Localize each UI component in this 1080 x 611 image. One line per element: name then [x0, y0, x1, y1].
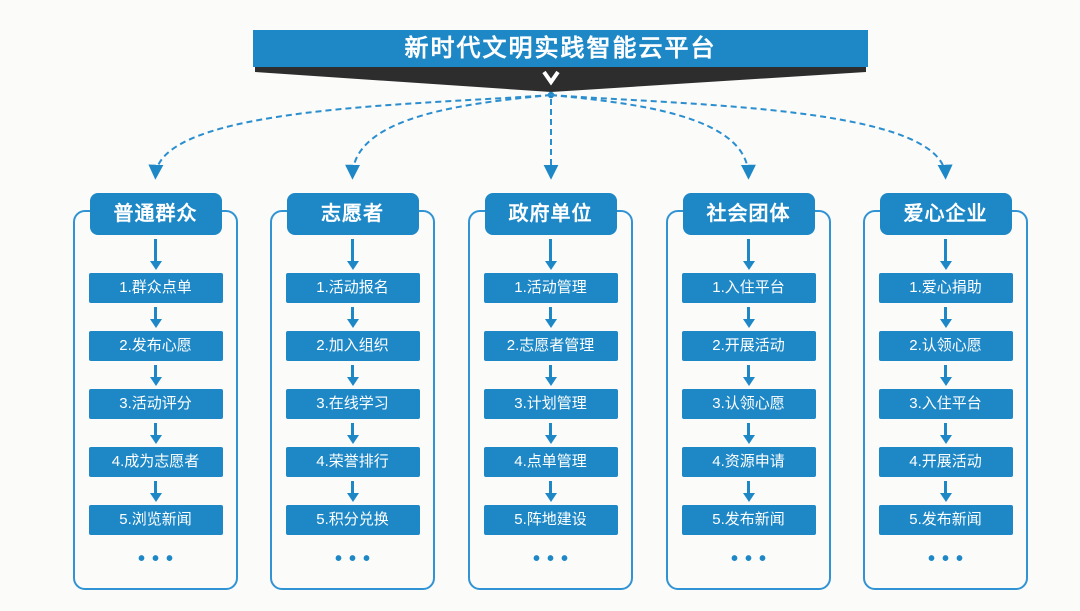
flow-step: 4.荣誉排行: [285, 447, 420, 477]
flow-step: 1.爱心捐助: [878, 273, 1013, 303]
flow-step: 4.点单管理: [483, 447, 618, 477]
down-arrow-icon: [742, 303, 755, 331]
flow-step: 5.发布新闻: [681, 505, 816, 535]
dashed-arrow-to-column-4: [550, 94, 756, 180]
down-arrow-icon: [742, 477, 755, 505]
ellipsis-icon: •••: [532, 548, 575, 570]
flow-step: 1.入住平台: [681, 273, 816, 303]
fan-origin-dot: [547, 91, 555, 99]
column-header-badge: 普通群众: [89, 193, 222, 235]
flow-step: 3.认领心愿: [681, 389, 816, 419]
down-arrow-icon: [346, 235, 359, 273]
ellipsis-icon: •••: [730, 548, 773, 570]
ellipsis-icon: •••: [137, 548, 180, 570]
column-volunteer: 志愿者 1.活动报名 2.加入组织 3.在线学习 4.荣誉排行 5.积分兑换 •…: [270, 193, 435, 593]
column-enterprise: 爱心企业 1.爱心捐助 2.认领心愿 3.入住平台 4.开展活动 5.发布新闻 …: [863, 193, 1028, 593]
flow-step: 2.发布心愿: [88, 331, 223, 361]
down-arrow-icon: [149, 303, 162, 331]
down-arrow-icon: [544, 303, 557, 331]
flow-step: 5.发布新闻: [878, 505, 1013, 535]
down-arrow-icon: [544, 235, 557, 273]
column-government: 政府单位 1.活动管理 2.志愿者管理 3.计划管理 4.点单管理 5.阵地建设…: [468, 193, 633, 593]
flow-step: 5.阵地建设: [483, 505, 618, 535]
down-arrow-icon: [346, 303, 359, 331]
flow-step: 3.活动评分: [88, 389, 223, 419]
down-arrow-icon: [544, 419, 557, 447]
down-arrow-icon: [149, 419, 162, 447]
down-arrow-icon: [742, 235, 755, 273]
flow-step: 4.资源申请: [681, 447, 816, 477]
banner-ribbon-shape: [255, 66, 866, 92]
column-social-group: 社会团体 1.入住平台 2.开展活动 3.认领心愿 4.资源申请 5.发布新闻 …: [666, 193, 831, 593]
down-arrow-icon: [149, 235, 162, 273]
column-header-badge: 爱心企业: [879, 193, 1012, 235]
ellipsis-icon: •••: [927, 548, 970, 570]
flow-step: 5.积分兑换: [285, 505, 420, 535]
flow-step: 4.成为志愿者: [88, 447, 223, 477]
down-arrow-icon: [346, 361, 359, 389]
flow-step: 4.开展活动: [878, 447, 1013, 477]
down-arrow-icon: [939, 361, 952, 389]
platform-title-banner: 新时代文明实践智能云平台: [253, 30, 868, 67]
down-arrow-icon: [742, 419, 755, 447]
flow-step: 1.活动报名: [285, 273, 420, 303]
down-arrow-icon: [346, 477, 359, 505]
down-arrow-icon: [149, 361, 162, 389]
down-arrow-icon: [742, 361, 755, 389]
down-arrow-icon: [544, 477, 557, 505]
down-arrow-icon: [939, 419, 952, 447]
dashed-arrow-to-column-1: [148, 94, 552, 180]
dashed-arrow-to-column-5: [550, 94, 953, 180]
flow-step: 1.活动管理: [483, 273, 618, 303]
column-header-badge: 政府单位: [484, 193, 617, 235]
column-header-badge: 志愿者: [286, 193, 419, 235]
down-arrow-icon: [149, 477, 162, 505]
column-public: 普通群众 1.群众点单 2.发布心愿 3.活动评分 4.成为志愿者 5.浏览新闻…: [73, 193, 238, 593]
down-arrow-icon: [346, 419, 359, 447]
flow-step: 3.在线学习: [285, 389, 420, 419]
flow-step: 3.计划管理: [483, 389, 618, 419]
flow-step: 2.开展活动: [681, 331, 816, 361]
flow-step: 2.志愿者管理: [483, 331, 618, 361]
flow-step: 3.入住平台: [878, 389, 1013, 419]
flow-step: 2.认领心愿: [878, 331, 1013, 361]
flow-step: 1.群众点单: [88, 273, 223, 303]
down-arrow-icon: [939, 303, 952, 331]
chevron-down-icon: [542, 70, 560, 86]
flow-step: 2.加入组织: [285, 331, 420, 361]
ellipsis-icon: •••: [334, 548, 377, 570]
column-header-badge: 社会团体: [682, 193, 815, 235]
down-arrow-icon: [939, 477, 952, 505]
down-arrow-icon: [939, 235, 952, 273]
down-arrow-icon: [544, 361, 557, 389]
dashed-arrow-to-column-2: [345, 94, 552, 180]
flow-step: 5.浏览新闻: [88, 505, 223, 535]
